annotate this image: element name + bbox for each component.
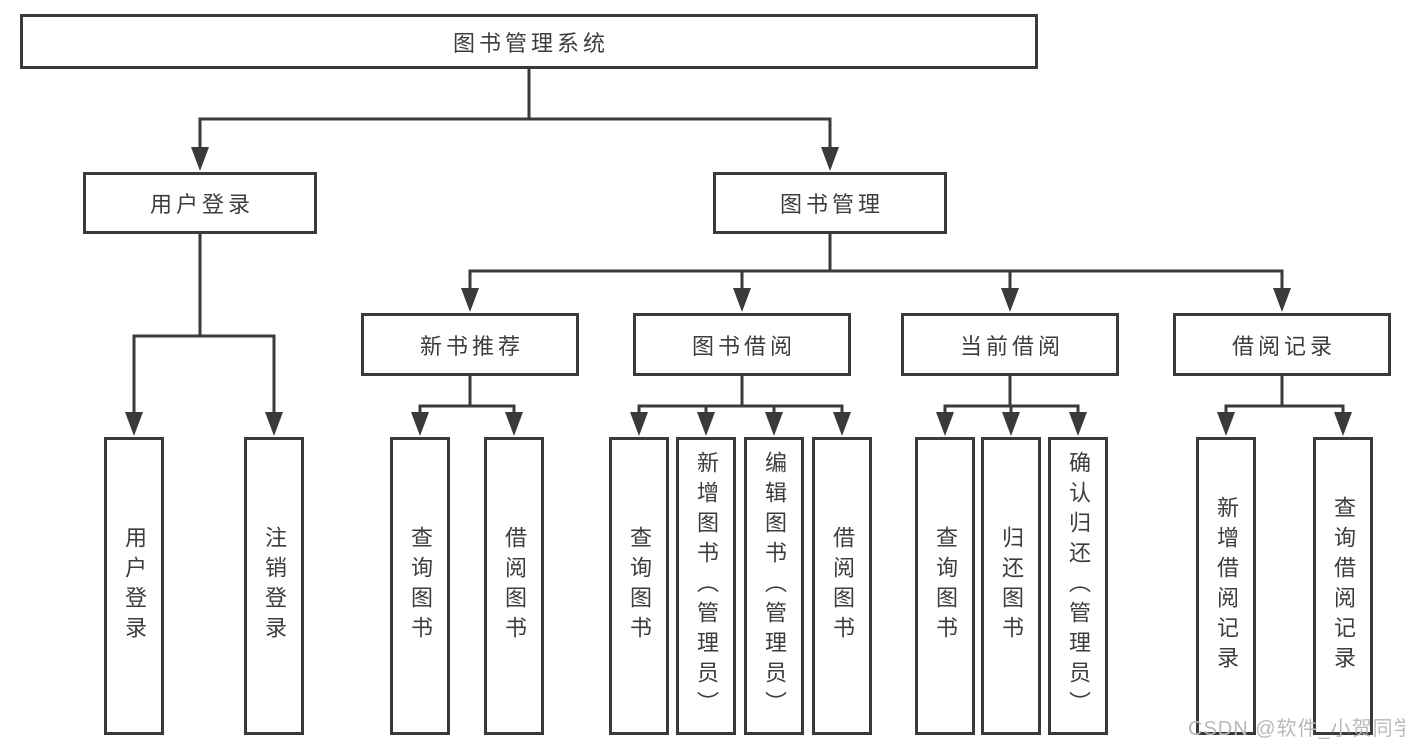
leaf-query-books-recommend-label: 查询图书 — [408, 526, 433, 646]
leaf-confirm-return-admin-label: 确认归还（管理员） — [1066, 451, 1091, 721]
leaf-borrow-books-label: 借阅图书 — [830, 526, 855, 646]
leaf-add-borrow-record-label: 新增借阅记录 — [1214, 496, 1239, 676]
leaf-user-login-label: 用户登录 — [122, 526, 147, 646]
node-new-book-recommend: 新书推荐 — [361, 313, 579, 376]
csdn-watermark: CSDN @软件_小贺同学 — [1188, 718, 1405, 740]
node-book-borrow-label: 图书借阅 — [691, 333, 796, 359]
node-borrow-records: 借阅记录 — [1173, 313, 1391, 376]
leaf-edit-book-admin-label: 编辑图书（管理员） — [762, 451, 787, 721]
node-borrow-records-label: 借阅记录 — [1231, 333, 1336, 359]
leaf-add-borrow-record: 新增借阅记录 — [1196, 437, 1256, 735]
leaf-logout-label: 注销登录 — [262, 526, 287, 646]
leaf-add-book-admin-label: 新增图书（管理员） — [694, 451, 719, 721]
leaf-logout: 注销登录 — [244, 437, 304, 735]
leaf-confirm-return-admin: 确认归还（管理员） — [1048, 437, 1108, 735]
leaf-query-books-current: 查询图书 — [915, 437, 975, 735]
leaf-add-book-admin: 新增图书（管理员） — [676, 437, 736, 735]
node-user-login: 用户登录 — [83, 172, 317, 234]
node-user-login-label: 用户登录 — [149, 192, 254, 217]
leaf-edit-book-admin: 编辑图书（管理员） — [744, 437, 804, 735]
leaf-return-book: 归还图书 — [981, 437, 1041, 735]
leaf-query-borrow-record: 查询借阅记录 — [1313, 437, 1373, 735]
leaf-return-book-label: 归还图书 — [999, 526, 1024, 646]
node-current-borrow-label: 当前借阅 — [959, 333, 1064, 359]
node-book-management: 图书管理 — [713, 172, 947, 234]
node-book-borrow: 图书借阅 — [633, 313, 851, 376]
leaf-borrow-books-recommend: 借阅图书 — [484, 437, 544, 735]
node-root-system: 图书管理系统 — [20, 14, 1038, 69]
leaf-borrow-books: 借阅图书 — [812, 437, 872, 735]
leaf-query-books-recommend: 查询图书 — [390, 437, 450, 735]
leaf-user-login: 用户登录 — [104, 437, 164, 735]
leaf-query-books-current-label: 查询图书 — [933, 526, 958, 646]
leaf-query-books-borrow: 查询图书 — [609, 437, 669, 735]
node-current-borrow: 当前借阅 — [901, 313, 1119, 376]
leaf-query-borrow-record-label: 查询借阅记录 — [1331, 496, 1356, 676]
node-new-book-recommend-label: 新书推荐 — [419, 333, 524, 359]
leaf-borrow-books-recommend-label: 借阅图书 — [502, 526, 527, 646]
node-book-management-label: 图书管理 — [779, 192, 884, 217]
node-root-label: 图书管理系统 — [452, 30, 609, 56]
leaf-query-books-borrow-label: 查询图书 — [627, 526, 652, 646]
